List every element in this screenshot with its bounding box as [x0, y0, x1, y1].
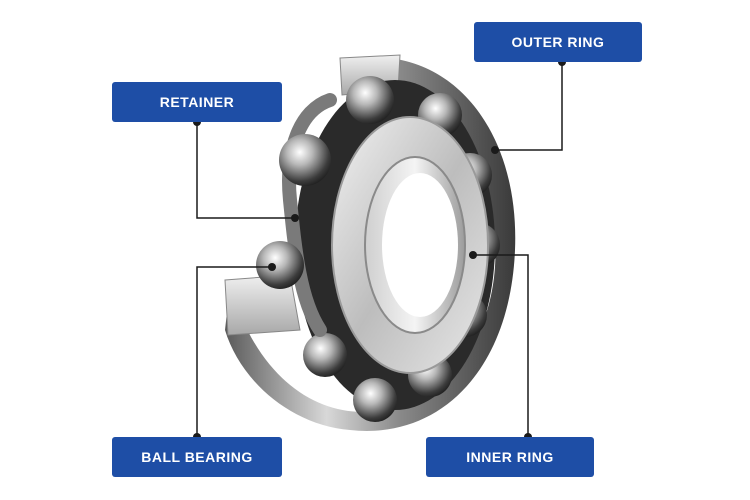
- leader-lines: [196, 62, 563, 437]
- ball-bearing-label: BALL BEARING: [112, 437, 282, 477]
- leader-ball-bearing: [196, 266, 272, 437]
- retainer-cage: [282, 93, 337, 337]
- retainer-label: RETAINER: [112, 82, 282, 122]
- front-balls: [256, 76, 394, 289]
- outer-ring-label: OUTER RING: [474, 22, 642, 62]
- leader-inner-ring: [473, 254, 529, 437]
- inner-ring-label: INNER RING: [426, 437, 594, 477]
- leader-retainer: [196, 122, 295, 219]
- inner-ring-shape: [331, 116, 489, 374]
- leader-outer-ring: [495, 62, 563, 151]
